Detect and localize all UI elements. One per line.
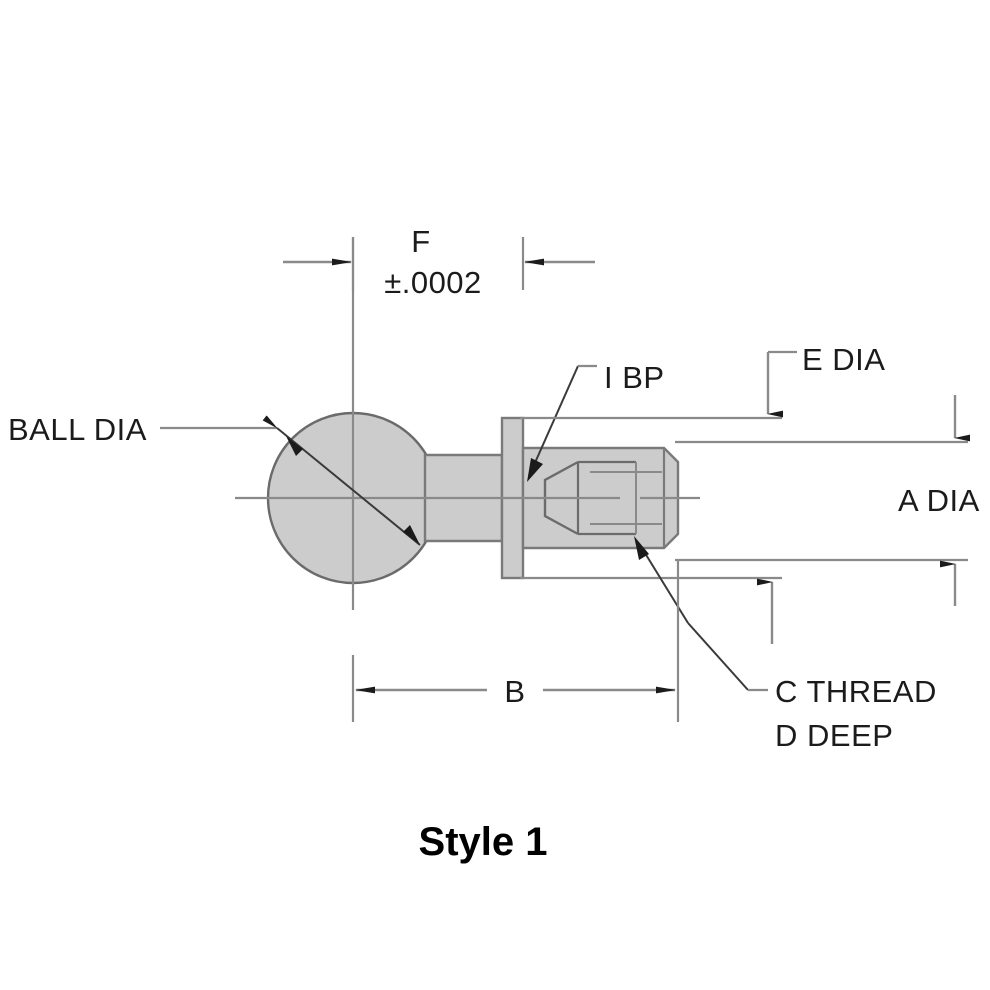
c-thread-leader-diagonal-outer	[687, 622, 749, 691]
b-dimension-group	[351, 560, 680, 722]
e-dia-label: E DIA	[802, 342, 885, 377]
ball-dia-arrow-lower	[403, 525, 420, 545]
ibp-leader-group	[527, 364, 597, 482]
a-dia-label: A DIA	[898, 483, 980, 518]
f-dimension-label: F	[411, 224, 430, 259]
c-thread-arrow	[634, 536, 649, 560]
ball-dia-leader-group	[160, 415, 421, 546]
drawing-title: Style 1	[419, 820, 548, 864]
ibp-label: I BP	[604, 360, 665, 395]
ibp-leader-diagonal	[529, 365, 579, 475]
d-deep-label: D DEEP	[775, 718, 893, 753]
ball-dia-label: BALL DIA	[8, 412, 147, 447]
c-thread-label: C THREAD	[775, 674, 937, 709]
b-dimension-label: B	[504, 674, 525, 709]
e-dia-group	[520, 350, 797, 644]
ball-dia-arrow-upper	[286, 436, 303, 456]
c-thread-leader-diagonal-inner	[639, 544, 689, 624]
f-tolerance-label: ±.0002	[384, 265, 482, 300]
centerlines	[235, 237, 700, 610]
f-dimension-group	[283, 237, 595, 290]
a-dia-group	[675, 395, 970, 606]
c-thread-leader-group	[634, 536, 768, 692]
ibp-arrow	[527, 458, 543, 482]
